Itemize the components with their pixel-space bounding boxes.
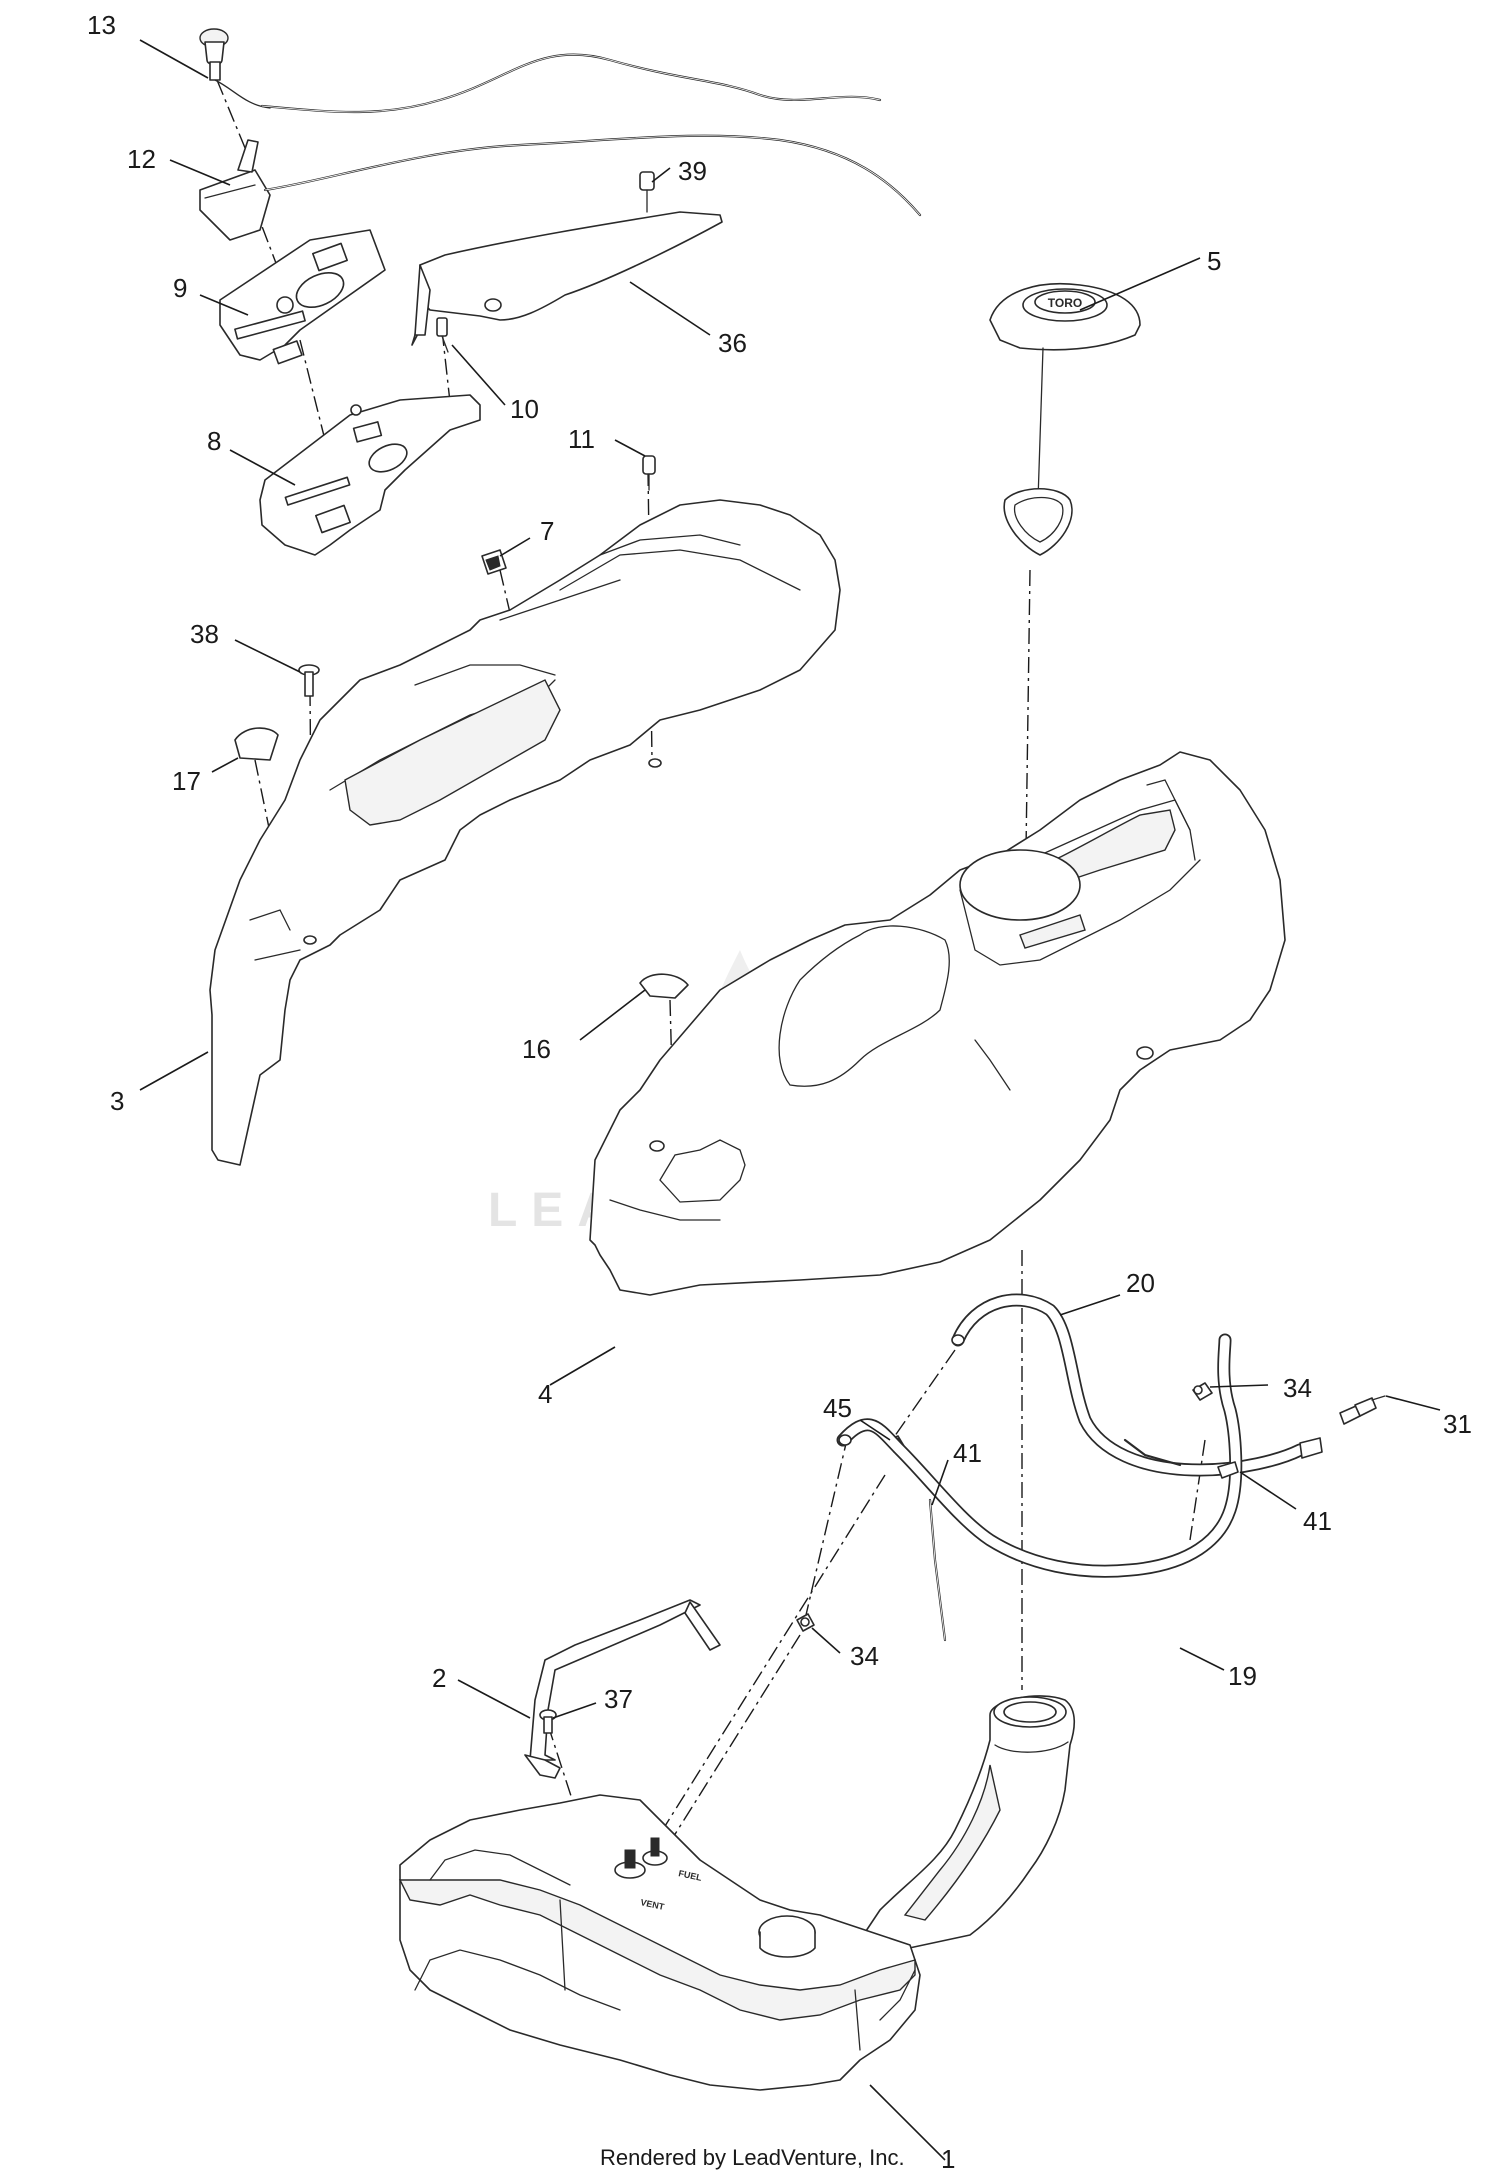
leader-lines [139,39,1441,2161]
part-13-cable [199,28,882,114]
part-41-clamp-a [1217,1461,1239,1479]
assembly-line-19-34 [805,1434,849,1616]
tank-fuel-marking: FUEL [678,1868,704,1883]
callout-34-upper: 34 [1283,1373,1312,1403]
part-34-clamp-lower [796,1613,815,1632]
assembly-line-41a [1189,1439,1206,1541]
assembly-line-13-12 [216,79,251,161]
part-38-bolt [298,664,320,697]
part-19-fuel-hose [836,1333,1243,1578]
fuel-cap-brand-text: TORO [1048,296,1082,310]
callout-10: 10 [510,394,539,424]
tank-vent-marking: VENT [640,1897,666,1912]
part-1-fuel-tank: FUEL VENT [398,1695,1076,2091]
callout-39: 39 [678,156,707,186]
part-10-screw [436,317,449,353]
part-12-cable-bracket [199,134,922,241]
callout-37: 37 [604,1684,633,1714]
callout-45: 45 [823,1393,852,1423]
callout-2: 2 [432,1663,446,1693]
part-41-clamp-b [928,1498,947,1642]
callout-8: 8 [207,426,221,456]
part-4-fender [589,751,1286,1296]
part-2-bracket [524,1599,721,1779]
assembly-line-45-tank [649,1474,886,1851]
callout-34-lower: 34 [850,1641,879,1671]
callout-41-upper: 41 [1303,1506,1332,1536]
part-8-base-plate [259,394,481,556]
callout-12: 12 [127,144,156,174]
render-credit: Rendered by LeadVenture, Inc. [600,2145,905,2170]
assembly-line-34-tank [661,1634,801,1856]
callouts: 13 12 39 9 36 5 10 8 11 7 38 17 16 3 20 … [87,10,1472,2170]
callout-3: 3 [110,1086,124,1116]
part-37-bolt [539,1709,557,1734]
callout-20: 20 [1126,1268,1155,1298]
part-39-screw [639,171,655,213]
part-17-plug [234,727,279,761]
callout-19: 19 [1228,1661,1257,1691]
callout-9: 9 [173,273,187,303]
assembly-line-20-45 [891,1349,956,1441]
part-36-cover [411,211,723,346]
callout-5: 5 [1207,246,1221,276]
assembly-line-9-8 [299,339,331,461]
part-31-fitting [1339,1395,1386,1425]
callout-38: 38 [190,619,219,649]
callout-41-lower: 41 [953,1438,982,1468]
callout-4: 4 [538,1379,552,1409]
callout-36: 36 [718,328,747,358]
callout-7: 7 [540,516,554,546]
callout-11: 11 [568,424,595,454]
part-9-control-plate [219,229,386,365]
part-5-fuel-cap: TORO [989,282,1141,556]
part-34-clamp-upper [1192,1382,1213,1401]
callout-31: 31 [1443,1409,1472,1439]
part-11-screw [642,455,656,491]
callout-17: 17 [172,766,201,796]
callout-16: 16 [522,1034,551,1064]
callout-1: 1 [941,2144,955,2170]
part-3-console-housing [209,499,841,1166]
assembly-line-10 [441,329,453,421]
callout-13: 13 [87,10,116,40]
part-7-clip [481,549,507,575]
part-16-plug [639,973,689,999]
